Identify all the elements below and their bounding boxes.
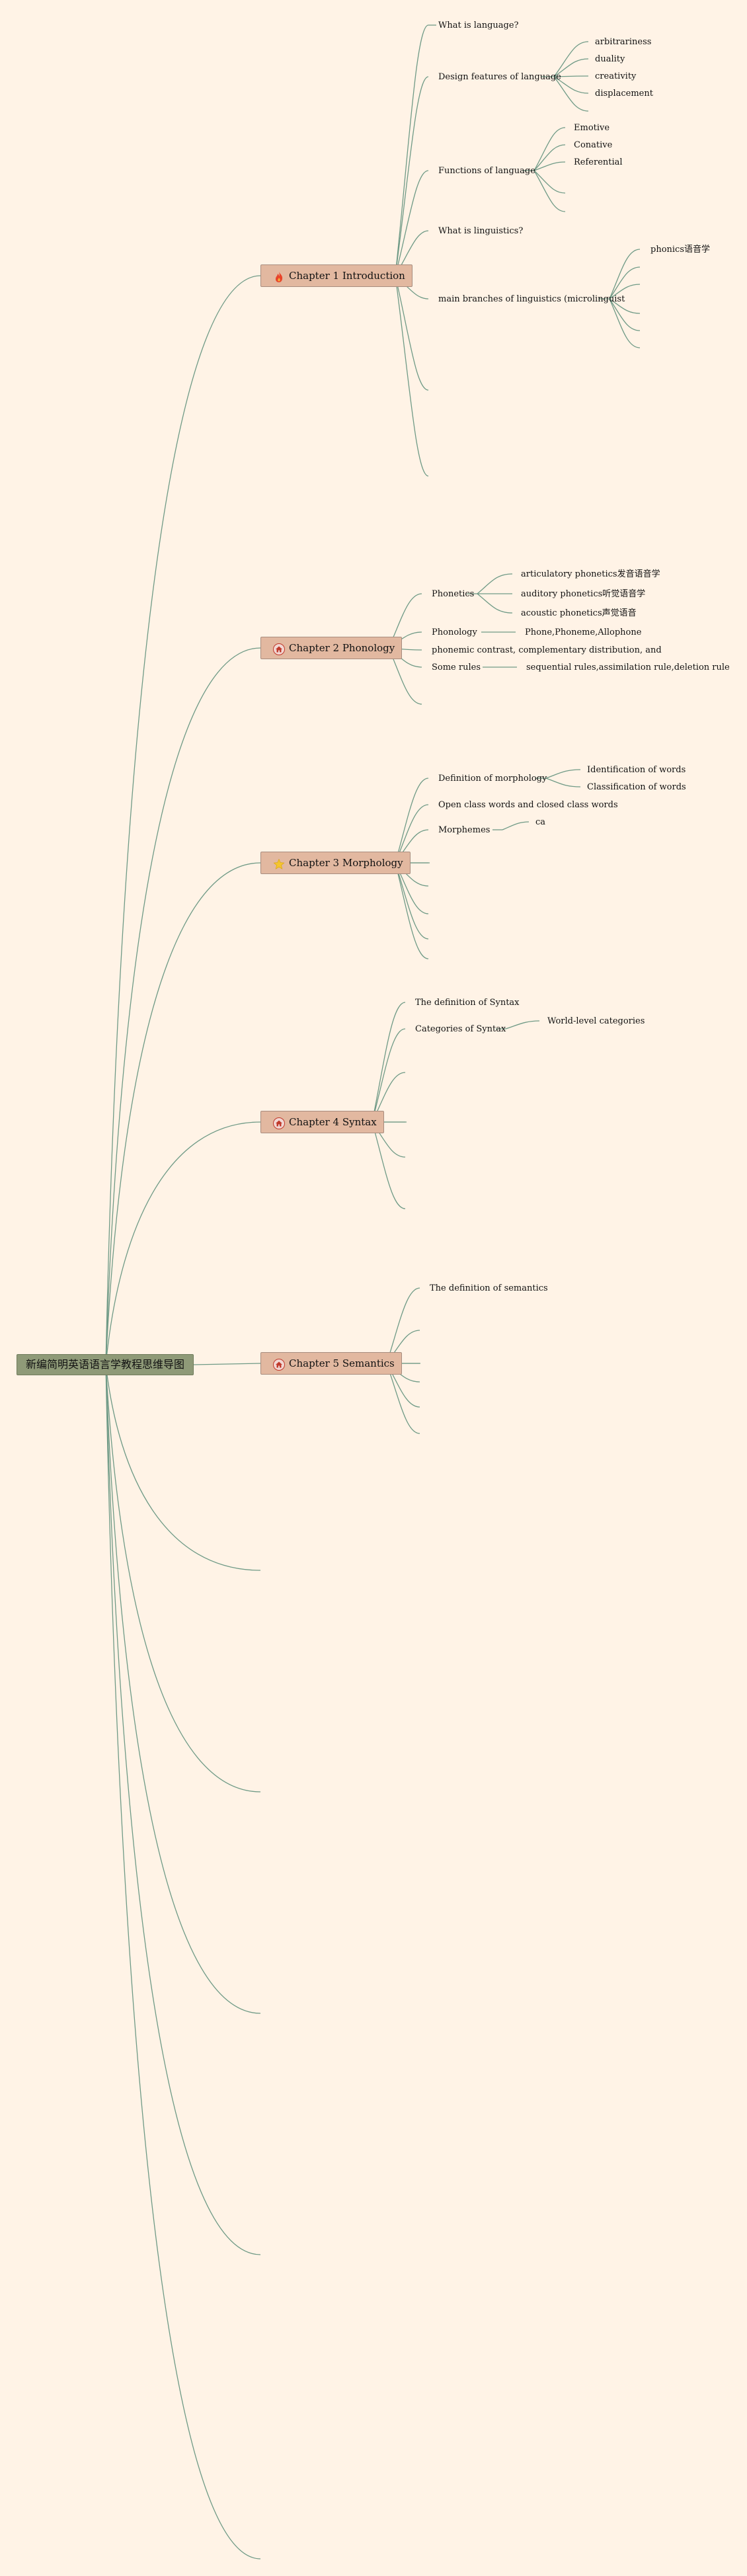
design-feature-item[interactable]: creativity	[595, 71, 637, 81]
connector-line	[553, 76, 589, 112]
morphemes-item[interactable]: ca	[535, 817, 546, 827]
connector-line	[395, 275, 429, 391]
function-item[interactable]: Conative	[574, 140, 613, 150]
topic-functions-of-language[interactable]: Functions of language	[438, 166, 535, 176]
topic-some-rules[interactable]: Some rules	[432, 663, 481, 672]
connector-line	[105, 1364, 261, 2014]
connector-line	[533, 170, 566, 194]
connector-line	[533, 170, 566, 212]
morphology-item[interactable]: Identification of words	[587, 765, 686, 775]
connector-line	[553, 41, 589, 77]
topic-design-features[interactable]: Design features of language	[438, 72, 561, 82]
house-icon	[273, 1359, 285, 1371]
root-topic[interactable]: 新编简明英语语言学教程思维导图	[17, 1354, 194, 1375]
connector-line	[105, 1364, 261, 1571]
topic-definition-of-morphology[interactable]: Definition of morphology	[438, 774, 547, 784]
topic-morphemes[interactable]: Morphemes	[438, 825, 491, 835]
topic-definition-of-syntax[interactable]: The definition of Syntax	[415, 998, 520, 1008]
connector-line	[386, 1363, 420, 1434]
connector-line	[193, 1363, 261, 1365]
connector-line	[395, 170, 429, 276]
chapter-5-label: Chapter 5 Semantics	[289, 1357, 395, 1369]
chapter-3-node[interactable]: Chapter 3 Morphology	[260, 852, 411, 874]
connector-line	[386, 1287, 420, 1364]
phonology-item[interactable]: Phone,Phoneme,Allophone	[525, 627, 642, 637]
chapter-1-label: Chapter 1 Introduction	[289, 270, 405, 282]
topic-what-is-language[interactable]: What is language?	[438, 20, 519, 30]
connector-line	[105, 862, 261, 1365]
connector-line	[105, 1364, 261, 1792]
connector-line	[372, 1028, 406, 1123]
topic-definition-of-semantics[interactable]: The definition of semantics	[430, 1283, 548, 1293]
connector-line	[395, 778, 429, 864]
connector-line	[533, 161, 566, 171]
function-item[interactable]: Referential	[574, 157, 623, 167]
phonetics-item[interactable]: acoustic phonetics声觉语音	[521, 608, 637, 618]
phonetics-item[interactable]: articulatory phonetics发音语音学	[521, 569, 660, 579]
chapter-5-node[interactable]: Chapter 5 Semantics	[260, 1352, 402, 1375]
topic-main-branches[interactable]: main branches of linguistics (microlingu…	[438, 294, 625, 304]
connector-line	[105, 1121, 261, 1365]
topic-phonemic-contrast[interactable]: phonemic contrast, complementary distrib…	[432, 645, 662, 655]
connector-line	[609, 298, 641, 314]
topic-what-is-linguistics[interactable]: What is linguistics?	[438, 226, 524, 236]
connector-line	[395, 275, 429, 477]
chapter-1-node[interactable]: Chapter 1 Introduction	[260, 264, 413, 287]
categories-item[interactable]: World-level categories	[547, 1016, 645, 1026]
connector-line	[533, 127, 566, 171]
connector-line	[553, 58, 589, 77]
topic-open-closed-class[interactable]: Open class words and closed class words	[438, 800, 618, 810]
connector-line	[105, 275, 261, 1365]
connector-line	[395, 76, 429, 276]
fire-icon	[275, 272, 283, 282]
connector-line	[502, 821, 530, 830]
function-item[interactable]: Emotive	[574, 123, 610, 133]
chapter-3-label: Chapter 3 Morphology	[289, 857, 403, 869]
connector-line	[372, 1121, 406, 1209]
chapter-4-label: Chapter 4 Syntax	[289, 1116, 377, 1128]
connector-line	[609, 298, 641, 331]
topic-categories-of-syntax[interactable]: Categories of Syntax	[415, 1024, 506, 1034]
connector-line	[609, 298, 641, 348]
star-icon	[273, 858, 285, 869]
house-icon	[273, 1117, 285, 1129]
connector-line	[477, 593, 513, 614]
phonetics-item[interactable]: auditory phonetics听觉语音学	[521, 589, 646, 599]
connector-line	[395, 862, 429, 940]
connector-line	[609, 284, 641, 300]
chapter-2-node[interactable]: Chapter 2 Phonology	[260, 637, 403, 659]
rules-item[interactable]: sequential rules,assimilation rule,delet…	[526, 663, 730, 672]
connector-line	[545, 778, 581, 787]
topic-phonology[interactable]: Phonology	[432, 627, 477, 637]
topic-phonetics[interactable]: Phonetics	[432, 589, 475, 599]
design-feature-item[interactable]: duality	[595, 54, 625, 64]
chapter-2-label: Chapter 2 Phonology	[289, 642, 395, 654]
connector-line	[372, 1002, 406, 1123]
chapter-4-node[interactable]: Chapter 4 Syntax	[260, 1111, 384, 1133]
connector-line	[395, 24, 429, 276]
design-feature-item[interactable]: displacement	[595, 89, 653, 99]
morphology-item[interactable]: Classification of words	[587, 782, 686, 792]
connector-line	[105, 1364, 261, 2559]
connector-line	[553, 76, 589, 94]
connector-line	[105, 1364, 261, 2255]
connector-line	[609, 266, 641, 300]
connector-line	[505, 1020, 540, 1029]
connector-line	[477, 573, 513, 594]
connector-line	[395, 862, 429, 959]
connector-line	[545, 769, 581, 779]
connector-line	[609, 249, 641, 300]
branch-item[interactable]: phonics语音学	[650, 245, 711, 255]
house-icon	[273, 643, 285, 655]
connector-line	[533, 144, 566, 171]
connector-line	[105, 647, 261, 1365]
design-feature-item[interactable]: arbitrariness	[595, 37, 652, 47]
connector-line	[553, 75, 589, 77]
